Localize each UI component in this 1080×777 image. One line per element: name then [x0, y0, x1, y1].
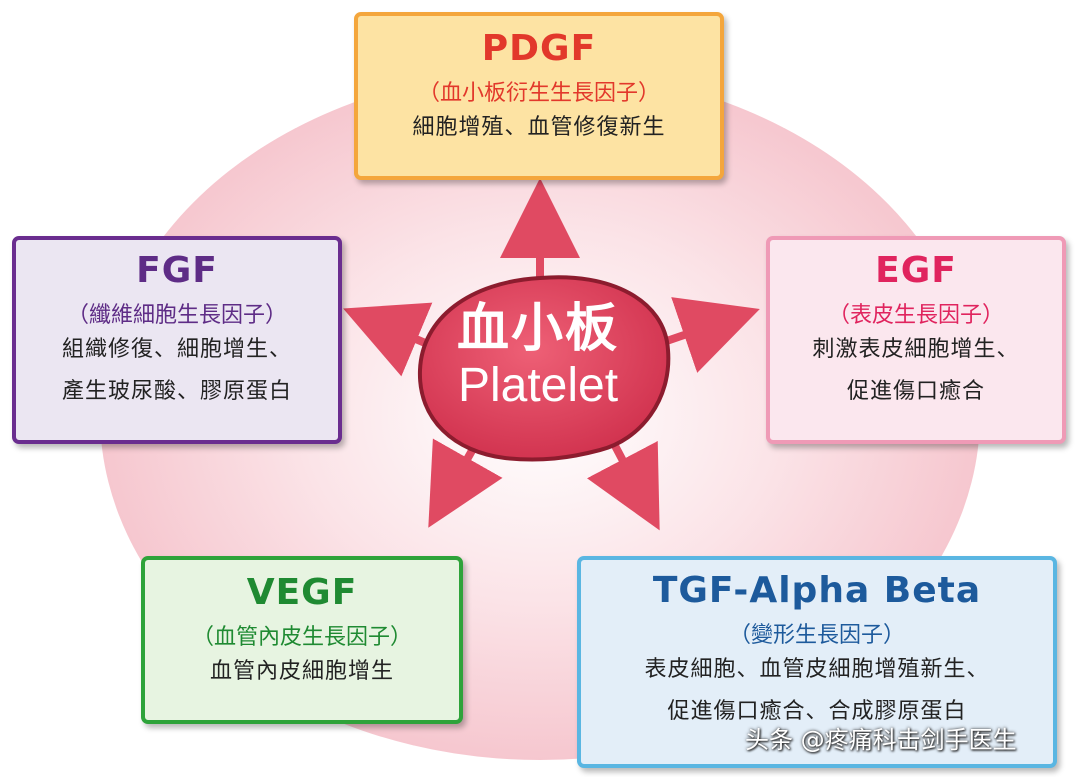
- center-label: 血小板 Platelet: [420, 300, 656, 414]
- card-tgf-title: TGF-Alpha Beta: [652, 570, 982, 611]
- arrow-down-right: [586, 436, 660, 531]
- watermark: 头条 @疼痛科击剑手医生: [745, 726, 1017, 754]
- card-pdgf-title: PDGF: [481, 28, 597, 69]
- card-tgf-line-2: 促進傷口癒合、合成膠原蛋白: [667, 699, 967, 724]
- card-tgf-line-1: 表皮細胞、血管皮細胞增殖新生、: [644, 657, 990, 682]
- card-vegf: VEGF （血管內皮生長因子） 血管內皮細胞增生: [141, 556, 463, 724]
- card-fgf: FGF （纖維細胞生長因子） 組織修復、細胞增生、 產生玻尿酸、膠原蛋白: [12, 236, 342, 444]
- center-chinese-label: 血小板: [456, 299, 619, 359]
- card-egf-line-2: 促進傷口癒合: [846, 379, 985, 404]
- card-vegf-line-1: 血管內皮細胞增生: [209, 659, 394, 684]
- card-egf-line-1: 刺激表皮細胞增生、: [812, 337, 1020, 362]
- card-pdgf: PDGF （血小板衍生生長因子） 細胞增殖、血管修復新生: [354, 12, 724, 180]
- card-egf-title: EGF: [875, 250, 957, 291]
- card-pdgf-line-1: 細胞增殖、血管修復新生: [412, 115, 666, 140]
- center-english-label: Platelet: [457, 359, 619, 412]
- card-fgf-title: FGF: [136, 250, 218, 291]
- card-tgf: TGF-Alpha Beta （變形生長因子） 表皮細胞、血管皮細胞增殖新生、 …: [577, 556, 1057, 768]
- arrows: [343, 178, 760, 531]
- card-fgf-subtitle: （纖維細胞生長因子）: [66, 303, 287, 328]
- card-fgf-line-2: 產生玻尿酸、膠原蛋白: [61, 379, 292, 404]
- platelet-shape: [417, 275, 671, 462]
- card-tgf-subtitle: （變形生長因子）: [728, 623, 905, 648]
- card-vegf-title: VEGF: [246, 572, 358, 613]
- arrow-left: [343, 302, 434, 377]
- card-fgf-line-1: 組織修復、細胞增生、: [61, 337, 292, 362]
- card-pdgf-subtitle: （血小板衍生生長因子）: [417, 81, 660, 106]
- card-egf-subtitle: （表皮生長因子）: [827, 303, 1004, 328]
- card-egf: EGF （表皮生長因子） 刺激表皮細胞增生、 促進傷口癒合: [766, 236, 1066, 444]
- card-vegf-subtitle: （血管內皮生長因子）: [191, 625, 412, 650]
